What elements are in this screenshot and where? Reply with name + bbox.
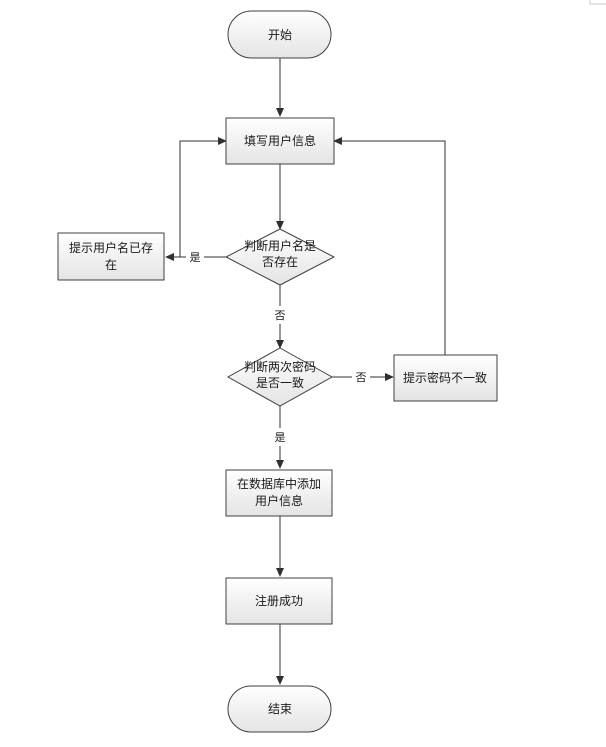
fill-user-info-box: 填写用户信息 [225,117,335,165]
end-label: 结束 [268,702,292,716]
edge-user-exists-loop [179,137,227,257]
password-mismatch-label: 提示密码不一致 [403,370,487,385]
fill-user-info-label: 填写用户信息 [244,133,316,148]
username-exists-box: 提示用户名已存 在 [57,232,165,281]
username-exists-label-line2: 在 [105,258,117,272]
end-node: 结束 [227,685,332,733]
edge-pwd-mismatch-loop [333,137,446,355]
start-node: 开始 [227,10,332,59]
edge-label-password-yes: 是 [275,431,286,444]
register-success-box: 注册成功 [225,577,333,625]
add-to-database-box: 在数据库中添加 用户信息 [225,469,333,517]
edge-label-username-yes: 是 [190,251,201,264]
check-username-label-line1: 判断用户名是 [244,238,316,253]
check-username-label-line2: 否存在 [262,255,298,269]
start-label: 开始 [268,28,292,42]
register-success-label: 注册成功 [255,593,303,608]
edge-label-password-no: 否 [356,371,367,384]
page-corner-mark [589,0,606,5]
add-to-database-label-line1: 在数据库中添加 [237,476,321,491]
check-password-label-line1: 判断两次密码 [244,359,316,374]
add-to-database-label-line2: 用户信息 [255,493,303,508]
check-password-label-line2: 是否一致 [256,376,304,390]
username-exists-label-line1: 提示用户名已存 [69,240,153,255]
check-password-decision: 判断两次密码 是否一致 [226,347,334,407]
check-username-decision: 判断用户名是 否存在 [224,228,336,286]
edge-label-username-no: 否 [275,309,286,322]
password-mismatch-box: 提示密码不一致 [393,354,498,402]
